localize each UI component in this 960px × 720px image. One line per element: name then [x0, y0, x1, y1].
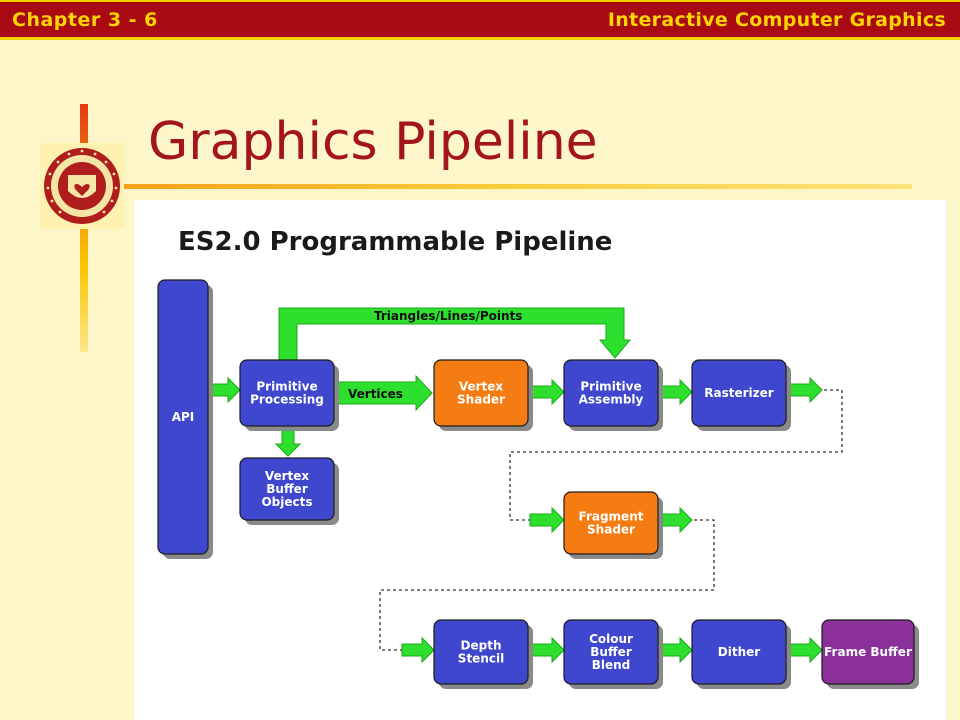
- api-box-label: API: [172, 410, 195, 424]
- horizontal-accent-bar: [124, 184, 912, 189]
- vertex-shader-box-label: Shader: [457, 393, 505, 407]
- arrow-into-fragment-shader: [529, 506, 565, 534]
- arrow-assembly-to-rasterizer: [659, 378, 693, 406]
- depth-stencil-box-label: Stencil: [458, 652, 504, 666]
- frame-buffer-box: [821, 619, 915, 685]
- arrow-into-depth-stencil: [401, 636, 435, 664]
- arrow-processing-to-vbo: [274, 427, 302, 457]
- colour-buffer-blend-box-label: Buffer: [590, 645, 632, 659]
- depth-stencil-box: [433, 619, 529, 685]
- arrow-dither-to-frame-buffer: [787, 636, 823, 664]
- vertices-arrow: [337, 374, 433, 412]
- fragment-shader-box: [563, 491, 659, 555]
- primitive-assembly-box-label: Primitive: [580, 380, 641, 394]
- header-bar: Chapter 3 - 6 Interactive Computer Graph…: [0, 0, 960, 40]
- pipeline-svg: ES2.0 Programmable Pipeline Triangles/Li…: [157, 227, 919, 689]
- arrow-rasterizer-out: [787, 376, 823, 404]
- dither-box: [691, 619, 787, 685]
- vertex-buffer-objects-box-label: Vertex: [265, 469, 310, 483]
- frame-buffer-box-label: Frame Buffer: [824, 645, 912, 659]
- vertex-buffer-objects-box: [239, 457, 335, 521]
- pipeline-diagram: ES2.0 Programmable Pipeline Triangles/Li…: [134, 200, 946, 720]
- rasterizer-box: [691, 359, 787, 427]
- arrow-vertex-shader-to-assembly: [529, 378, 565, 406]
- vertices-label: Vertices: [348, 387, 403, 401]
- vertex-buffer-objects-box-label: Buffer: [266, 482, 308, 496]
- api-box: [157, 279, 209, 555]
- arrow-blend-to-dither: [659, 636, 693, 664]
- primitive-assembly-box-label: Assembly: [579, 393, 644, 407]
- primitive-assembly-box: [563, 359, 659, 427]
- fragment-shader-box-label: Fragment: [579, 510, 644, 524]
- triangles-bracket-arrow: [278, 307, 632, 361]
- connector-fragment-to-depth: [379, 519, 715, 651]
- depth-stencil-box-label: Depth: [461, 639, 502, 653]
- vertex-shader-box: [433, 359, 529, 427]
- arrow-depth-to-blend: [529, 636, 565, 664]
- fragment-shader-box-label: Shader: [587, 523, 635, 537]
- dither-box-label: Dither: [718, 645, 760, 659]
- university-seal-icon: [40, 143, 124, 229]
- colour-buffer-blend-box-label: Colour: [589, 632, 633, 646]
- connector-rasterizer-to-fragment: [509, 389, 843, 521]
- vertex-buffer-objects-box-label: Objects: [261, 495, 312, 509]
- vertex-shader-box-label: Vertex: [459, 380, 504, 394]
- arrow-fragment-shader-out: [659, 506, 693, 534]
- primitive-processing-box-label: Processing: [250, 393, 324, 407]
- chapter-label: Chapter 3 - 6: [12, 9, 158, 31]
- arrow-api-to-primitive-processing: [209, 376, 241, 404]
- colour-buffer-blend-box-label: Blend: [592, 658, 631, 672]
- primitive-processing-box: [239, 359, 335, 427]
- rasterizer-box-label: Rasterizer: [704, 386, 774, 400]
- colour-buffer-blend-box: [563, 619, 659, 685]
- course-title: Interactive Computer Graphics: [607, 9, 946, 31]
- triangles-label: Triangles/Lines/Points: [374, 309, 522, 323]
- diagram-title: ES2.0 Programmable Pipeline: [178, 227, 612, 257]
- primitive-processing-box-label: Primitive: [256, 380, 317, 394]
- slide-title: Graphics Pipeline: [148, 112, 598, 172]
